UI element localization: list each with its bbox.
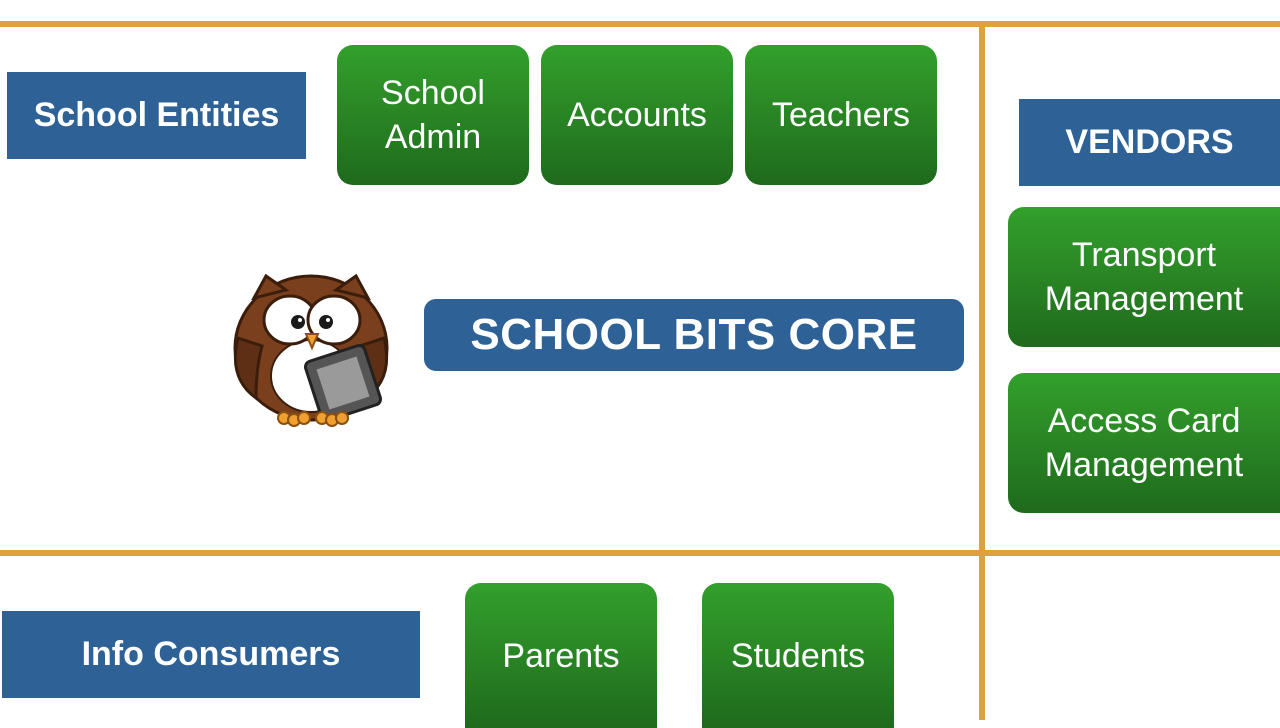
bottom-divider xyxy=(0,550,1280,556)
school-bits-core-label: SCHOOL BITS CORE xyxy=(424,299,964,371)
teachers-box: Teachers xyxy=(745,45,937,185)
parents-box: Parents xyxy=(465,583,657,728)
info-consumers-label: Info Consumers xyxy=(2,611,420,698)
accounts-box: Accounts xyxy=(541,45,733,185)
top-divider xyxy=(0,21,1280,27)
access-card-management-box: Access Card Management xyxy=(1008,373,1280,513)
transport-management-box: Transport Management xyxy=(1008,207,1280,347)
vendors-label: VENDORS xyxy=(1019,99,1280,186)
students-box: Students xyxy=(702,583,894,728)
vertical-divider xyxy=(979,21,985,720)
school-admin-box: School Admin xyxy=(337,45,529,185)
school-entities-label: School Entities xyxy=(7,72,306,159)
owl-with-tablet-icon xyxy=(233,273,389,427)
